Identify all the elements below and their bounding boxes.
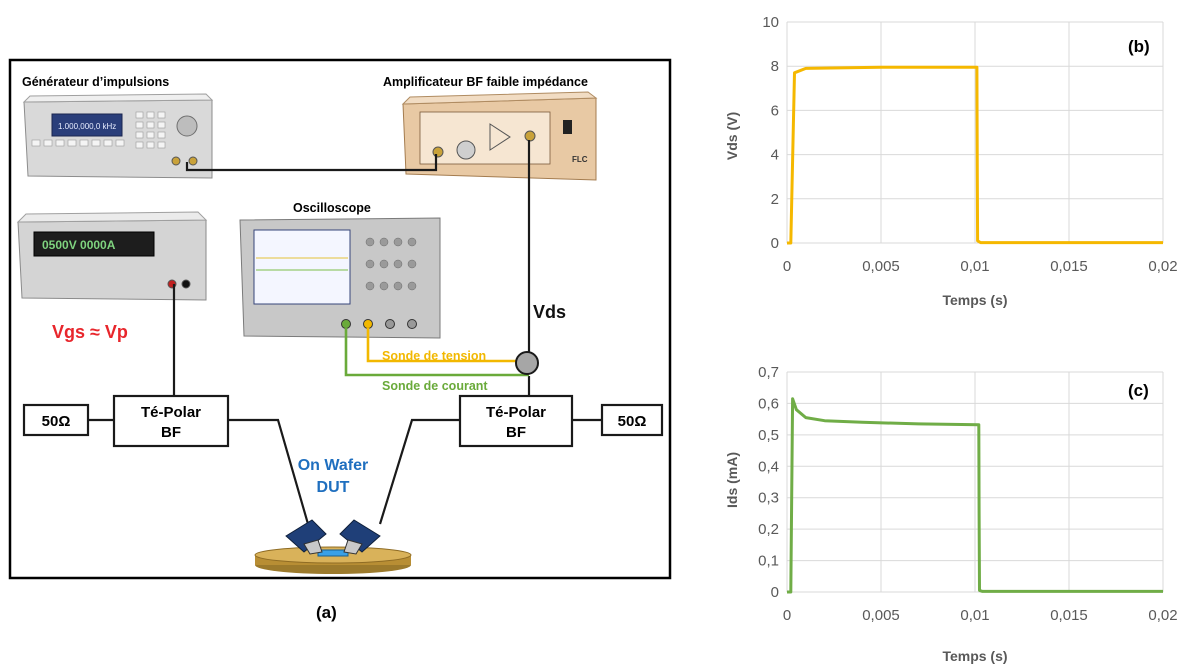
cables	[88, 140, 602, 525]
current-probe-wire	[344, 328, 529, 377]
voltage-probe-label: Sonde de tension	[382, 349, 486, 363]
chart-b-y-tick: 2	[771, 191, 779, 208]
vds-label: Vds	[533, 302, 566, 322]
chart-b-series-line	[787, 65, 1163, 245]
chart-c-x-tick: 0,005	[862, 607, 900, 624]
amplifier-label: Amplificateur BF faible impédance	[383, 75, 588, 89]
chart-b-x-tick: 0,01	[960, 258, 989, 275]
chart-c-y-tick: 0,6	[758, 395, 779, 412]
chart-b-x-tick: 0,015	[1050, 258, 1088, 275]
power-supply-icon: 0500V 0000A	[16, 211, 208, 301]
chart-c-ylabel: Ids (mA)	[724, 452, 740, 508]
dut-label-line1: On Wafer	[298, 457, 369, 474]
chart-b-panel-label: (b)	[1128, 37, 1150, 56]
chart-b-x-tick: 0,005	[862, 258, 900, 275]
chart-c-grid	[786, 371, 1164, 593]
chart-c-xlabel: Temps (s)	[942, 648, 1007, 664]
chart-c-y-tick: 0,5	[758, 427, 779, 444]
chart-c-y-tick: 0,2	[758, 521, 779, 538]
chart-b-ylabel: Vds (V)	[724, 112, 740, 160]
chart-b-xlabel: Temps (s)	[942, 292, 1007, 308]
chart-c-x-tick: 0,02	[1148, 607, 1177, 624]
chart-c-ticks: 0 0,005 0,01 0,015 0,02 0 0,1 0,2 0,3 0,4 0,5 0,6 0,…	[758, 364, 1177, 624]
chart-b-series	[787, 65, 1163, 245]
bias-tee-left-line1: Té-Polar	[141, 404, 201, 421]
psu-display: 0500V 0000A	[42, 238, 116, 252]
current-probe-label: Sonde de courant	[382, 379, 488, 393]
panel-a-label: (a)	[316, 603, 337, 622]
chart-b-x-tick: 0,02	[1148, 258, 1177, 275]
bias-tee-right-box	[458, 394, 574, 448]
chart-c-y-tick: 0,3	[758, 490, 779, 507]
load-left-box	[22, 403, 90, 437]
bias-tee-right-line2: BF	[506, 424, 526, 441]
chart-b: 0 0,005 0,01 0,015 0,02 0 2 4 6 8 10 (b) Temps (s)…	[724, 14, 1178, 308]
chart-b-y-tick: 8	[771, 58, 779, 75]
oscilloscope-icon	[239, 217, 441, 339]
generator-label: Générateur d’impulsions	[22, 75, 169, 89]
bias-tee-left-box	[112, 394, 230, 448]
chart-c-y-tick: 0,7	[758, 364, 779, 381]
chart-c-series	[787, 397, 1163, 594]
amplifier-icon: FLC	[401, 91, 598, 181]
bias-tee-right-line1: Té-Polar	[486, 404, 546, 421]
load-right-label: 50Ω	[618, 413, 647, 430]
load-left-label: 50Ω	[42, 413, 71, 430]
vgs-label: Vgs ≈ Vp	[52, 322, 128, 342]
chart-c-panel-label: (c)	[1128, 381, 1149, 400]
chart-c-series-line	[787, 397, 1163, 594]
chart-b-y-tick: 6	[771, 102, 779, 119]
oscilloscope-label: Oscilloscope	[293, 201, 371, 215]
bias-tee-left-line2: BF	[161, 424, 181, 441]
load-right-box	[600, 403, 664, 437]
chart-b-y-tick: 0	[771, 235, 779, 252]
chart-c-y-tick: 0,1	[758, 553, 779, 570]
chart-b-y-tick: 10	[762, 14, 779, 31]
chart-b-grid	[786, 21, 1164, 244]
chart-c-x-tick: 0	[783, 607, 791, 624]
chart-c-y-tick: 0,4	[758, 458, 779, 475]
amplifier-brand: FLC	[572, 155, 588, 164]
chart-b-y-tick: 4	[771, 147, 779, 164]
probe-node	[515, 351, 539, 375]
dut-label-line2: DUT	[317, 479, 350, 496]
function-generator-icon: 1.000,000,0 kHz	[22, 93, 214, 179]
chart-c-x-tick: 0,015	[1050, 607, 1088, 624]
voltage-probe-wire	[366, 328, 516, 363]
chart-b-ticks: 0 0,005 0,01 0,015 0,02 0 2 4 6 8 10	[762, 14, 1177, 275]
chart-c-y-tick: 0	[771, 584, 779, 601]
generator-display: 1.000,000,0 kHz	[58, 122, 116, 131]
chart-c-x-tick: 0,01	[960, 607, 989, 624]
wafer-probe-station-icon	[254, 519, 412, 574]
chart-c: 0 0,005 0,01 0,015 0,02 0 0,1 0,2 0,3 0,4 0,5 0,6 0,…	[724, 364, 1178, 664]
chart-b-x-tick: 0	[783, 258, 791, 275]
